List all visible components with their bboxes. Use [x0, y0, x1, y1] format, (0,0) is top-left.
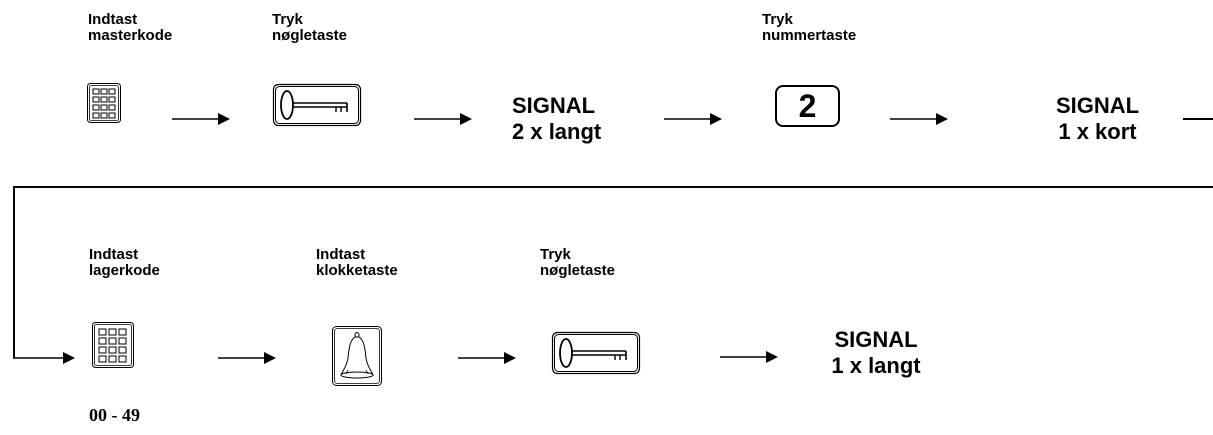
number-key-icon: 2: [775, 85, 840, 127]
arrow-right-icon: [664, 113, 722, 125]
step-label-press-key-button: Tryk nøgletaste: [272, 11, 348, 44]
step-label-enter-storagecode: Indtast lagerkode: [89, 246, 160, 279]
step-label-press-key-button: Tryk nøgletaste: [540, 246, 616, 279]
key-icon: [272, 83, 362, 127]
connector-line: [13, 186, 1213, 188]
keypad-icon: [87, 83, 121, 123]
arrow-right-icon: [890, 113, 948, 125]
signal-one-long: SIGNAL 1 x langt: [831, 327, 921, 378]
number-key-label: 2: [798, 88, 817, 124]
arrow-right-icon: [172, 113, 230, 125]
step-label-enter-bell-key: Indtast klokketaste: [316, 246, 398, 279]
connector-line: [1183, 118, 1213, 120]
step-label-press-number-key: Tryk nummertaste: [762, 11, 857, 44]
storage-code-range: 00 - 49: [89, 405, 140, 425]
arrow-right-icon: [458, 352, 516, 364]
connector-line: [13, 186, 15, 358]
signal-one-short: SIGNAL 1 x kort: [1055, 93, 1140, 144]
arrow-right-icon: [720, 351, 778, 363]
bell-icon: [332, 326, 382, 386]
signal-two-long: SIGNAL 2 x langt: [512, 93, 602, 144]
arrow-right-icon: [414, 113, 472, 125]
step-label-enter-mastercode: Indtast masterkode: [88, 11, 173, 44]
arrow-right-icon: [13, 352, 75, 364]
arrow-right-icon: [218, 352, 276, 364]
key-icon: [551, 331, 641, 375]
keypad-icon: [92, 322, 134, 368]
